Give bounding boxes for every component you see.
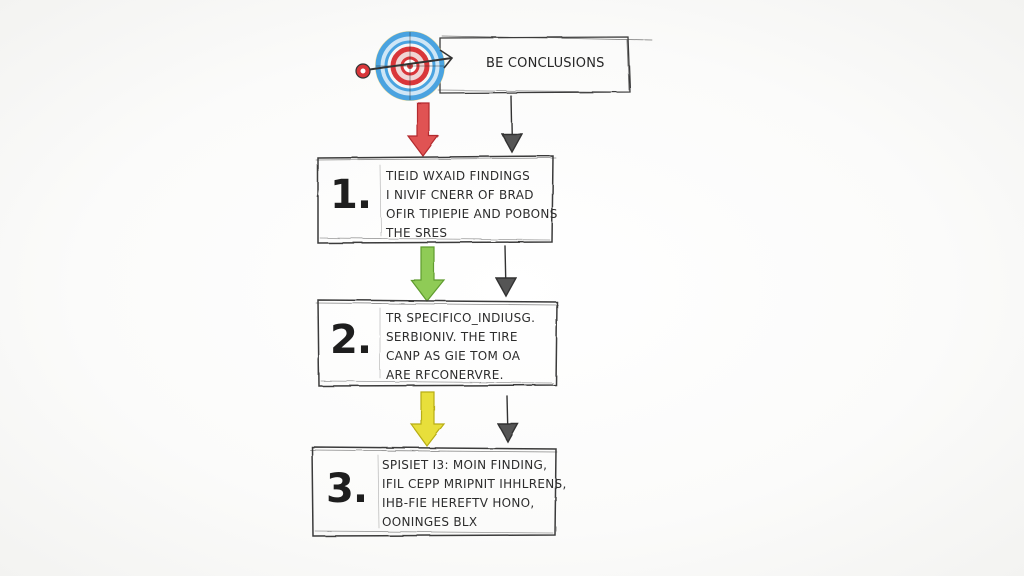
arrow-yellow [409,391,446,448]
step-1-number: 1. [330,172,372,218]
step-box-2 [315,299,559,387]
arrow-green [409,246,446,302]
step-box-1 [315,155,557,244]
step-3-text: SPISIET I3: MOIN FINDING, IFIL CEPP MRIP… [382,458,567,529]
arrow-ink-2 [494,245,518,298]
arrow-ink-1 [500,95,524,154]
step-3-number: 3. [326,466,368,512]
diagram-title: BE CONCLUSIONS [486,56,605,71]
step-1-text: TIEID WXAID FINDINGS I NIVIF CNERR OF BR… [386,169,558,240]
step-2-number: 2. [330,317,372,363]
step-2-text: TR SPECIFICO_INDIUSG. SERBIONIV. THE TIR… [386,311,536,382]
target-icon [355,31,454,101]
arrow-red [406,102,440,157]
arrow-ink-3 [496,395,520,444]
step-box-3 [309,446,558,537]
